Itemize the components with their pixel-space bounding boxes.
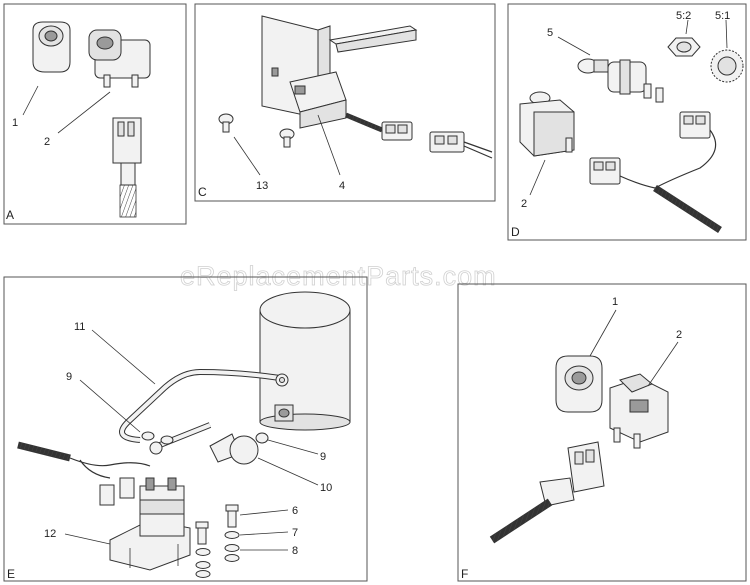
- panel-e-nut-lower: [255, 432, 269, 444]
- panel-c-label: C: [198, 185, 207, 199]
- panel-e-callout-9-upper: 9: [66, 371, 72, 383]
- panel-e-nut-upper: [141, 431, 174, 445]
- panel-e-callout-8: 8: [292, 545, 298, 557]
- panel-e-terminal-boot: [209, 433, 259, 465]
- panel-e-motor-cylinder: [259, 291, 351, 431]
- panel-f-connector: [489, 441, 605, 544]
- panel-e-wire-harness: [17, 441, 151, 506]
- panel-c-microswitch: [289, 71, 347, 129]
- panel-d-push-switch: [519, 91, 575, 157]
- panel-d-callout-5-2: 5:2: [676, 10, 691, 22]
- panel-d-label: D: [511, 225, 520, 239]
- panel-e-bolt-upper: [225, 504, 239, 528]
- panel-f-callout-1: 1: [612, 296, 618, 308]
- panel-d-wire-harness: [589, 111, 722, 233]
- panel-e-callout-9-lower: 9: [320, 451, 326, 463]
- panel-a-callout-2: 2: [44, 136, 50, 148]
- panel-a-connector: [112, 117, 142, 218]
- panel-f-frame: [457, 283, 747, 582]
- panel-d-callout-5-1: 5:1: [715, 10, 730, 22]
- panel-a-label: A: [6, 208, 14, 222]
- panel-a-callout-1: 1: [12, 117, 18, 129]
- panel-e-short-cable: [149, 422, 212, 455]
- panel-e-callout-6: 6: [292, 505, 298, 517]
- panel-d-callout-5: 5: [547, 27, 553, 39]
- panel-f-callout-2: 2: [676, 329, 682, 341]
- panel-d-frame: [507, 3, 747, 241]
- panel-e-solenoid: [109, 477, 191, 571]
- panel-c-callout-13: 13: [256, 180, 268, 192]
- panel-a: 1 2 A: [3, 3, 187, 225]
- panel-d-key-switch: [577, 58, 664, 103]
- panel-e-callout-12: 12: [44, 528, 56, 540]
- panel-e-callout-7: 7: [292, 527, 298, 539]
- panel-d-nut: [667, 37, 701, 57]
- panel-a-part-1-bezel: [32, 21, 71, 73]
- panel-c: 13 4 C: [194, 3, 496, 202]
- panel-e-cable: [119, 368, 289, 443]
- panel-e-nuts: [195, 544, 240, 578]
- panel-e-callout-10: 10: [320, 482, 332, 494]
- watermark: eReplacementParts.com: [180, 261, 497, 291]
- panel-c-wire-harness: [345, 112, 493, 159]
- panel-c-screw-upper: [218, 113, 234, 133]
- panel-e-bolt-lower: [195, 521, 209, 545]
- panel-a-part-2-switch: [88, 29, 151, 88]
- panel-f-label: F: [461, 567, 468, 581]
- panel-d: 5 5:2 5:1 2 D: [507, 3, 747, 241]
- panel-e-callout-11: 11: [74, 321, 85, 333]
- panel-e-label: E: [7, 567, 15, 581]
- panel-e-washers: [195, 531, 240, 556]
- panel-f-part-2-switch: [609, 373, 669, 449]
- panel-a-frame: [3, 3, 187, 225]
- panel-e: 11 9 9 10 6 7 8 12 E: [3, 276, 368, 582]
- panel-d-lock-washer: [710, 49, 744, 83]
- panel-f-part-1-bezel: [555, 355, 603, 413]
- panel-f: 1 2 F: [457, 283, 747, 582]
- panel-c-frame: [194, 3, 496, 202]
- panel-e-frame: [3, 276, 368, 582]
- panel-c-callout-4: 4: [339, 180, 345, 192]
- panel-c-screw-lower: [279, 128, 295, 148]
- panel-d-callout-2: 2: [521, 198, 527, 210]
